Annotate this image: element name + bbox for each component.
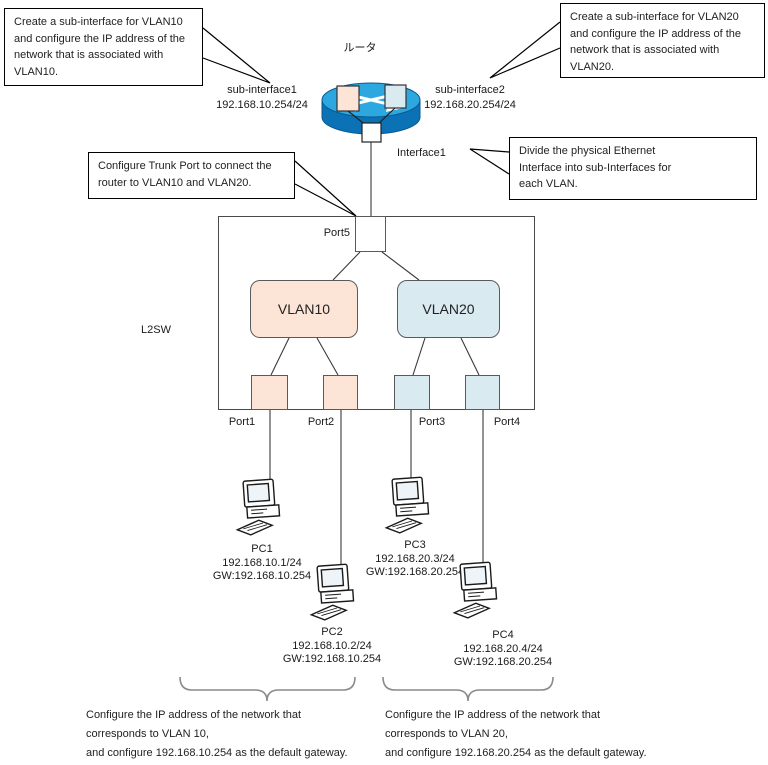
pc-gateway: GW:192.168.10.254	[212, 570, 312, 582]
port5-label: Port5	[323, 227, 350, 239]
vlan20-label: VLAN20	[422, 301, 475, 317]
note-line: and configure 192.168.10.254 as the defa…	[86, 747, 348, 759]
callout-line: Divide the physical Ethernet	[519, 145, 656, 157]
callout-trunk-port: Configure Trunk Port to connect the rout…	[88, 152, 295, 199]
pc3-label-block: PC3 192.168.20.3/24 GW:192.168.20.254	[340, 539, 490, 580]
interface1-label: Interface1	[397, 147, 446, 159]
pc3-icon	[384, 476, 430, 534]
brace-vlan10-group-icon	[179, 676, 356, 702]
callout-line: VLAN10.	[14, 65, 59, 78]
callout-tail-divide	[469, 148, 510, 175]
port5-square	[355, 216, 386, 252]
port3-label: Port3	[418, 416, 446, 428]
callout-tail-vlan20	[489, 21, 561, 79]
callout-line: Interface into sub-Interfaces for	[519, 161, 672, 174]
pc-gateway: GW:192.168.10.254	[282, 653, 382, 665]
note-line: Configure the IP address of the network …	[385, 709, 601, 721]
pc-ip: 192.168.10.1/24	[222, 556, 302, 569]
note-vlan20: Configure the IP address of the network …	[385, 706, 647, 763]
sub-interface2-label: sub-interface2	[435, 84, 505, 96]
callout-sub-interface-vlan20: Create a sub-interface for VLAN20 and co…	[560, 3, 765, 78]
callout-line: and configure the IP address of the	[14, 32, 186, 45]
callout-line: Create a sub-interface for VLAN20	[570, 11, 739, 23]
note-line: and configure 192.168.20.254 as the defa…	[385, 747, 647, 759]
note-vlan10: Configure the IP address of the network …	[86, 706, 348, 763]
note-line: corresponds to VLAN 20,	[385, 728, 508, 740]
connector-line	[375, 107, 396, 127]
callout-tail-vlan10	[202, 27, 271, 84]
connector-line	[347, 110, 368, 127]
port4-square	[465, 375, 500, 410]
callout-line: each VLAN.	[519, 178, 578, 190]
callout-tail-trunk	[294, 160, 357, 217]
vlan10-label: VLAN10	[277, 301, 331, 317]
pc1-label-block: PC1 192.168.10.1/24 GW:192.168.10.254	[187, 543, 337, 584]
callout-line: network that is associated with	[570, 44, 720, 56]
pc-gateway: GW:192.168.20.254	[365, 566, 465, 578]
vlan10-box: VLAN10	[250, 280, 358, 338]
pc-name: PC4	[492, 629, 514, 641]
vlan20-box: VLAN20	[397, 280, 500, 338]
port1-square	[251, 375, 288, 410]
callout-line: Configure Trunk Port to connect the	[98, 160, 272, 172]
sub-interface2-ip: 192.168.20.254/24	[424, 99, 516, 111]
pc-name: PC3	[404, 539, 426, 551]
router-label: ルータ	[343, 42, 377, 54]
sub-interface2-port-icon	[384, 84, 407, 109]
pc-ip: 192.168.10.2/24	[292, 639, 372, 652]
sub-interface1-port-icon	[336, 85, 360, 112]
callout-divide-interface: Divide the physical Ethernet Interface i…	[509, 137, 757, 200]
callout-line: network that is associated with	[14, 49, 164, 61]
callout-sub-interface-vlan10: Create a sub-interface for VLAN10 and co…	[4, 8, 203, 86]
pc-name: PC2	[321, 626, 343, 638]
note-line: corresponds to VLAN 10,	[86, 728, 209, 740]
pc-ip: 192.168.20.4/24	[463, 642, 543, 655]
port2-label: Port2	[307, 416, 335, 428]
sub-interface1-ip: 192.168.10.254/24	[216, 99, 308, 111]
pc2-label-block: PC2 192.168.10.2/24 GW:192.168.10.254	[257, 626, 407, 667]
port2-square	[323, 375, 358, 410]
callout-line: router to VLAN10 and VLAN20.	[98, 176, 252, 189]
port1-label: Port1	[228, 416, 256, 428]
note-line: Configure the IP address of the network …	[86, 709, 302, 721]
pc-name: PC1	[251, 543, 273, 555]
pc4-label-block: PC4 192.168.20.4/24 GW:192.168.20.254	[428, 629, 578, 670]
sub-interface1-label: sub-interface1	[227, 84, 297, 96]
interface1-square	[361, 122, 382, 143]
pc1-icon	[235, 478, 281, 536]
pc-gateway: GW:192.168.20.254	[453, 656, 553, 668]
callout-line: VLAN20.	[570, 60, 615, 73]
callout-line: and configure the IP address of the	[570, 27, 742, 40]
router-arrows-icon	[337, 87, 405, 113]
pc-ip: 192.168.20.3/24	[375, 552, 455, 565]
port3-square	[394, 375, 430, 410]
l2sw-label: L2SW	[141, 324, 171, 336]
callout-line: Create a sub-interface for VLAN10	[14, 16, 183, 28]
brace-vlan20-group-icon	[382, 676, 554, 702]
port4-label: Port4	[493, 416, 521, 428]
